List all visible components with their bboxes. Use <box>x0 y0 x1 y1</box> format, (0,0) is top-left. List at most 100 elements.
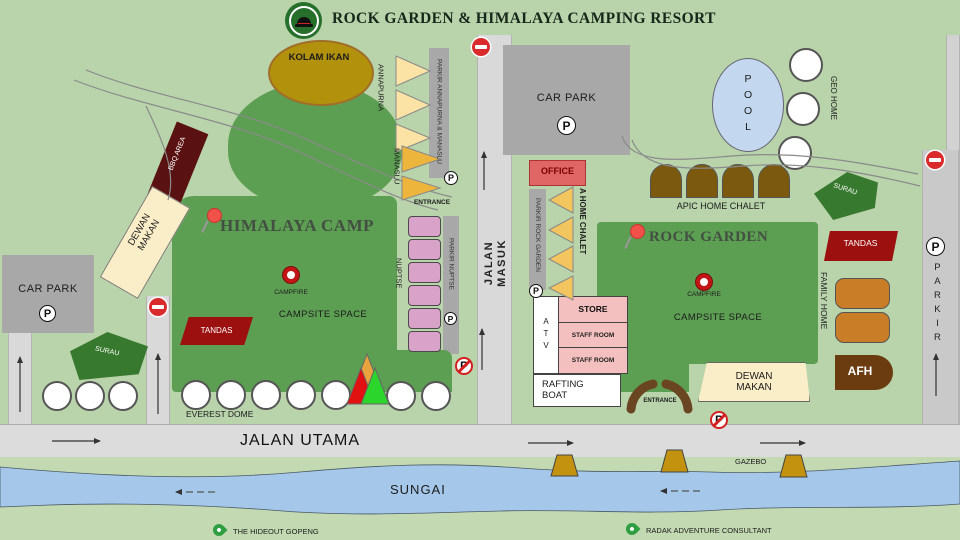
nuptse-tent <box>408 262 441 283</box>
rock-garden-title: ROCK GARDEN <box>649 229 769 245</box>
a-home-chalet-tents <box>547 186 574 301</box>
parking-sign-annapurna: P <box>444 171 458 185</box>
no-entry-sign-parkir-right <box>926 151 944 169</box>
no-parking-sign-west: P <box>455 357 473 375</box>
no-entry-sign-jalan-masuk <box>472 38 490 56</box>
family-home-unit <box>835 278 890 309</box>
afh-label: AFH <box>847 364 873 378</box>
campfire-west-label: CAMPFIRE <box>274 289 308 296</box>
parkir-rock-garden-label: PARKIR ROCK GARDEN <box>534 198 542 272</box>
parkir-rock-garden-strip <box>529 189 546 290</box>
office-label: OFFICE <box>541 166 574 176</box>
everest-dome-tent <box>321 380 351 410</box>
parking-sign-north: P <box>557 116 576 135</box>
nuptse-label: NUPTSE <box>394 258 404 289</box>
kolam-ikan-pond <box>268 40 374 106</box>
nuptse-tent <box>408 285 441 306</box>
apic-chalet <box>650 164 682 198</box>
page-title: ROCK GARDEN & HIMALAYA CAMPING RESORT <box>332 10 716 27</box>
dewan-makan-east-building: DEWAN MAKAN <box>698 362 810 402</box>
entrance-west-label: ENTRANCE <box>413 199 451 206</box>
tandas-east-label: TANDAS <box>843 238 878 248</box>
atv-room: ATV <box>534 297 559 373</box>
pool-label-wrap: POOL <box>712 58 784 152</box>
everest-dome-tent <box>216 380 246 410</box>
river-bank <box>0 457 960 540</box>
parkir-right-label: PARKIR <box>931 262 943 346</box>
apic-home-chalet-label: APIC HOME CHALET <box>676 201 766 211</box>
resort-logo <box>285 2 322 39</box>
tandas-east-building <box>824 231 898 261</box>
campsite-west-label: CAMPSITE SPACE <box>278 309 368 320</box>
road-jalan-utama <box>0 424 960 459</box>
everest-dome-tent <box>251 380 281 410</box>
parking-sign-nuptse: P <box>444 312 457 325</box>
atv-label: ATV <box>541 317 551 353</box>
radak-label: RADAK ADVENTURE CONSULTANT <box>646 526 772 535</box>
carpark-west-label: CAR PARK <box>18 283 78 295</box>
no-entry-sign-inner-road <box>149 298 167 316</box>
campfire-west-icon <box>283 267 299 283</box>
hideout-label: THE HIDEOUT GOPENG <box>233 527 319 536</box>
sungai-label: SUNGAI <box>390 482 446 497</box>
apic-chalet <box>686 164 718 198</box>
apic-chalet <box>722 164 754 198</box>
rafting-boat-building: RAFTING BOAT <box>533 374 621 407</box>
tandas-west-building <box>180 317 253 345</box>
parking-sign-rock-garden: P <box>529 284 543 298</box>
jalan-utama-label: JALAN UTAMA <box>240 432 361 449</box>
everest-dome-tent <box>75 381 105 411</box>
road-left-carpark <box>8 333 32 425</box>
rafting-boat-label: RAFTING BOAT <box>542 378 584 401</box>
pool-label: POOL <box>742 73 755 137</box>
himalaya-pin-icon <box>207 208 222 223</box>
everest-dome-tent <box>286 380 316 410</box>
no-parking-sign-east: P <box>710 411 728 429</box>
store-atv-building: ATV STORE STAFF ROOM STAFF ROOM <box>533 296 628 374</box>
staff-room: STAFF ROOM <box>559 348 627 374</box>
gazebo-label: GAZEBO <box>735 457 767 466</box>
carpark-north-label: CAR PARK <box>536 92 597 104</box>
parkir-annapurna-label: PARKIR ANNAPURNA & MANASLU <box>435 58 443 164</box>
staff-room: STAFF ROOM <box>559 322 627 349</box>
nuptse-tent <box>408 216 441 237</box>
everest-dome-tent <box>42 381 72 411</box>
everest-dome-tent <box>421 381 451 411</box>
everest-dome-label: EVEREST DOME <box>186 409 254 419</box>
nuptse-tent <box>408 331 441 352</box>
apic-chalet <box>758 164 790 198</box>
nuptse-tent <box>408 308 441 329</box>
annapurna-label: ANNAPURNA <box>376 64 386 112</box>
parking-sign-west: P <box>39 305 56 322</box>
rock-garden-pin-icon <box>630 224 645 239</box>
entrance-east-label: ENTRANCE <box>643 398 677 404</box>
carpark-north <box>503 45 630 155</box>
store-room: STORE <box>559 297 627 323</box>
campfire-east-label: CAMPFIRE <box>687 291 721 298</box>
a-home-chalet-label: A HOME CHALET <box>578 188 588 255</box>
logo-hat-icon <box>294 16 313 27</box>
campsite-east-label: CAMPSITE SPACE <box>673 312 763 323</box>
rock-garden-area <box>597 222 818 364</box>
family-home-unit <box>835 312 890 343</box>
everest-dome-tent <box>386 381 416 411</box>
campfire-east-icon <box>696 274 712 290</box>
afh-building <box>835 355 893 390</box>
jalan-masuk-label: JALAN MASUK <box>483 239 508 287</box>
parkir-nuptse-label: PARKIR NUPTSE <box>447 238 455 290</box>
kolam-ikan-label: KOLAM IKAN <box>288 52 350 63</box>
office-building <box>529 160 586 186</box>
everest-dome-tent <box>181 380 211 410</box>
family-home-label: FAMILY HOME <box>818 272 829 330</box>
himalaya-camp-title: HIMALAYA CAMP <box>220 216 375 235</box>
tandas-west-label: TANDAS <box>200 326 233 335</box>
manaslu-label: MANASLU <box>392 148 402 185</box>
geo-home-dome <box>789 48 823 82</box>
geo-home-dome <box>786 92 820 126</box>
nuptse-tent <box>408 239 441 260</box>
logo-ring <box>288 5 319 36</box>
geo-home-label: GEO HOME <box>829 76 839 121</box>
road-parkir-right <box>922 150 959 424</box>
everest-dome-tent <box>108 381 138 411</box>
